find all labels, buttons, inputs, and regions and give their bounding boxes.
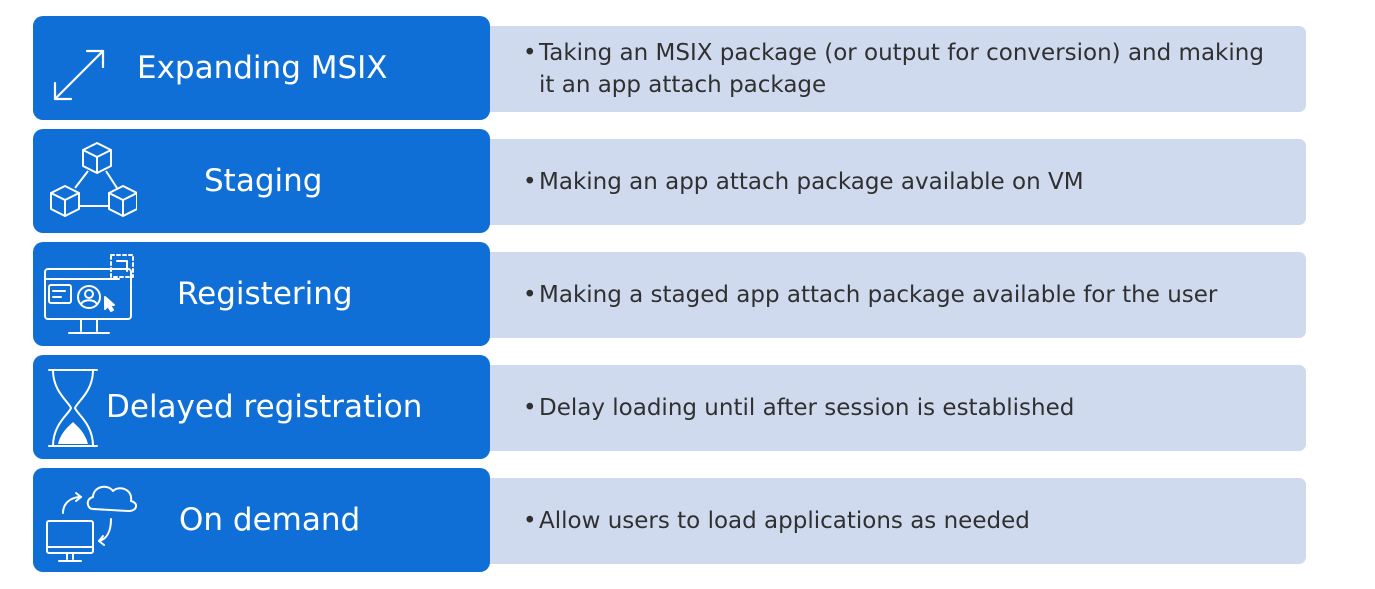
process-steps: •Taking an MSIX package (or output for c… [33, 16, 1306, 572]
step-title: Staging [204, 163, 323, 199]
bullet: • [523, 40, 537, 66]
cloud-sync-monitor-icon [41, 475, 137, 565]
step-description-text: Allow users to load applications as need… [539, 508, 1030, 534]
cubes-stack-icon [41, 136, 137, 226]
step-description-text: Making an app attach package available o… [539, 169, 1084, 195]
step-description-box: •Allow users to load applications as nee… [473, 478, 1306, 564]
step-description-box: •Making an app attach package available … [473, 139, 1306, 225]
step-description-box: •Delay loading until after session is es… [473, 365, 1306, 451]
bullet: • [523, 395, 537, 421]
step-tile-staging: Staging [33, 129, 490, 233]
step-tile-on-demand: On demand [33, 468, 490, 572]
step-description: •Making a staged app attach package avai… [523, 279, 1282, 311]
hourglass-icon [41, 362, 137, 452]
step-description-text: Making a staged app attach package avail… [539, 282, 1218, 308]
step-row-on-demand: •Allow users to load applications as nee… [33, 468, 1306, 572]
step-title: Expanding MSIX [137, 50, 388, 86]
step-tile-delayed-registration: Delayed registration [33, 355, 490, 459]
step-title: On demand [179, 502, 361, 538]
step-row-delayed-registration: •Delay loading until after session is es… [33, 355, 1306, 459]
step-description-text: Taking an MSIX package (or output for co… [539, 40, 1264, 98]
step-description-box: •Making a staged app attach package avai… [473, 252, 1306, 338]
bullet: • [523, 508, 537, 534]
bullet: • [523, 169, 537, 195]
step-row-registering: •Making a staged app attach package avai… [33, 242, 1306, 346]
step-description: •Making an app attach package available … [523, 166, 1282, 198]
step-description: •Allow users to load applications as nee… [523, 505, 1282, 537]
step-title: Delayed registration [106, 389, 423, 425]
expand-arrows-icon [41, 23, 137, 113]
step-row-staging: •Making an app attach package available … [33, 129, 1306, 233]
step-tile-registering: Registering [33, 242, 490, 346]
step-tile-expanding-msix: Expanding MSIX [33, 16, 490, 120]
step-row-expanding-msix: •Taking an MSIX package (or output for c… [33, 16, 1306, 120]
step-description-text: Delay loading until after session is est… [539, 395, 1075, 421]
step-description: •Delay loading until after session is es… [523, 392, 1282, 424]
step-title: Registering [177, 276, 353, 312]
monitor-user-icon [41, 249, 137, 339]
step-description-box: •Taking an MSIX package (or output for c… [473, 26, 1306, 112]
bullet: • [523, 282, 537, 308]
step-description: •Taking an MSIX package (or output for c… [523, 37, 1282, 101]
